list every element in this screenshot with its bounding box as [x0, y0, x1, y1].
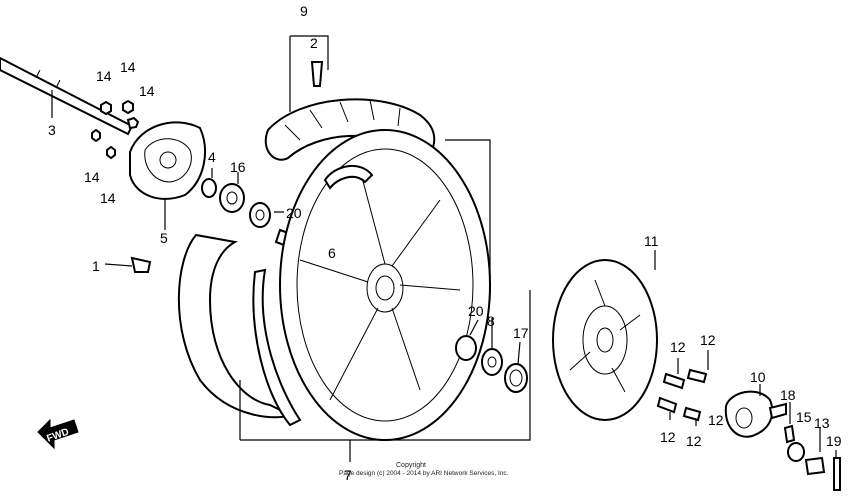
fwd-arrow: FWD: [37, 418, 79, 450]
callout-9: 9: [300, 3, 308, 19]
front-axle: [0, 56, 134, 136]
callout-12b: 12: [700, 332, 716, 348]
callout-12c: 12: [708, 412, 724, 428]
tire-valve: [310, 61, 324, 87]
bracket-7: [239, 290, 531, 462]
callout-19: 19: [826, 433, 842, 449]
callout-7: 7: [344, 467, 352, 483]
copyright-notice: Page design (c) 2004 - 2014 by ARI Netwo…: [339, 470, 509, 477]
bolt-1: [104, 256, 152, 273]
hub-seal-parts: [455, 318, 528, 393]
callout-14e: 14: [100, 190, 116, 206]
callout-18: 18: [780, 387, 796, 403]
brake-panel: [129, 121, 206, 230]
callout-20b: 20: [468, 303, 484, 319]
nut-set: [91, 99, 140, 160]
callout-5: 5: [160, 230, 168, 246]
copyright-label: Copyright: [396, 462, 426, 469]
callout-8: 8: [487, 313, 495, 329]
callout-10: 10: [750, 369, 766, 385]
callout-14b: 14: [120, 59, 136, 75]
axle-end-parts: [783, 402, 841, 491]
callout-6: 6: [328, 245, 336, 261]
callout-17: 17: [513, 325, 529, 341]
disc-bolts: [656, 350, 709, 426]
callout-3: 3: [48, 122, 56, 138]
callout-2: 2: [310, 35, 318, 51]
callout-11: 11: [644, 233, 659, 249]
callout-14d: 14: [84, 169, 100, 185]
callout-16: 16: [230, 159, 246, 175]
callout-1: 1: [92, 258, 100, 274]
callout-12a: 12: [670, 339, 686, 355]
speedometer-gearbox: [724, 384, 787, 438]
callout-13: 13: [814, 415, 830, 431]
callout-12e: 12: [686, 433, 702, 449]
bracket-hub: [445, 139, 491, 300]
wheel-rim: [252, 129, 491, 441]
callout-12d: 12: [660, 429, 676, 445]
callout-14a: 14: [96, 68, 112, 84]
brake-disc: [552, 250, 658, 421]
callout-20a: 20: [286, 205, 302, 221]
callout-15: 15: [796, 409, 812, 425]
callout-4: 4: [208, 149, 216, 165]
callout-14c: 14: [139, 83, 155, 99]
